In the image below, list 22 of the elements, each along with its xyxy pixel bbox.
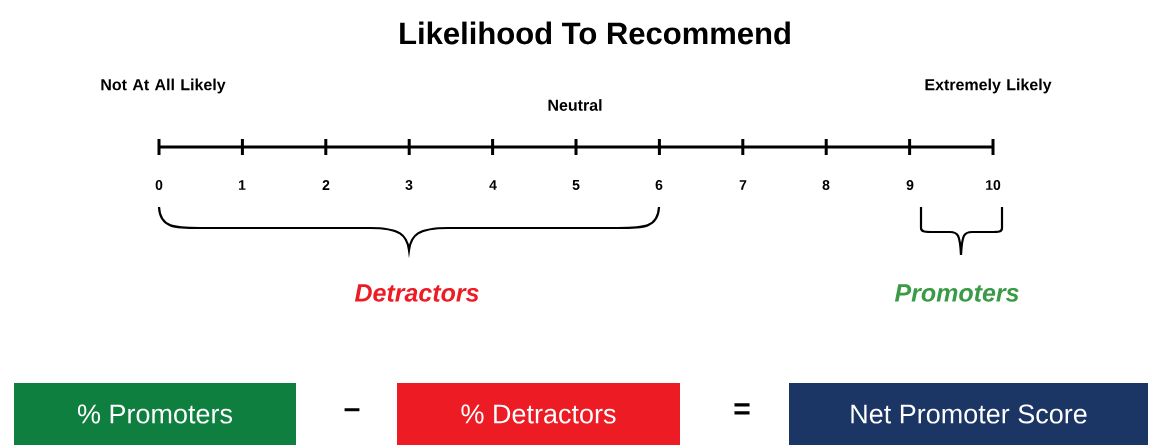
scale-label: Not At All Likely bbox=[101, 78, 226, 94]
tick-number: 4 bbox=[489, 180, 497, 190]
operator-sign: – bbox=[344, 408, 360, 412]
tick-number: 5 bbox=[572, 180, 580, 190]
group-label: Promoters bbox=[894, 284, 1019, 302]
tick-number: 6 bbox=[655, 180, 663, 190]
tick-number: 0 bbox=[155, 180, 163, 190]
tick-number: 10 bbox=[986, 180, 1001, 190]
formula-box: Net Promoter Score bbox=[789, 383, 1148, 445]
tick-number: 8 bbox=[822, 180, 830, 190]
operator-sign: = bbox=[734, 403, 750, 415]
title: Likelihood To Recommend bbox=[400, 21, 790, 45]
scale-label: Neutral bbox=[548, 99, 602, 111]
tick-number: 2 bbox=[322, 180, 330, 190]
tick-number: 1 bbox=[239, 180, 246, 190]
scale-label: Extremely Likely bbox=[925, 78, 1052, 94]
tick-number: 9 bbox=[906, 180, 914, 190]
formula-box: % Detractors bbox=[397, 383, 680, 445]
formula-box: % Promoters bbox=[14, 383, 296, 445]
group-label: Detractors bbox=[354, 284, 479, 302]
tick-number: 3 bbox=[405, 180, 413, 190]
tick-number: 7 bbox=[739, 180, 747, 190]
